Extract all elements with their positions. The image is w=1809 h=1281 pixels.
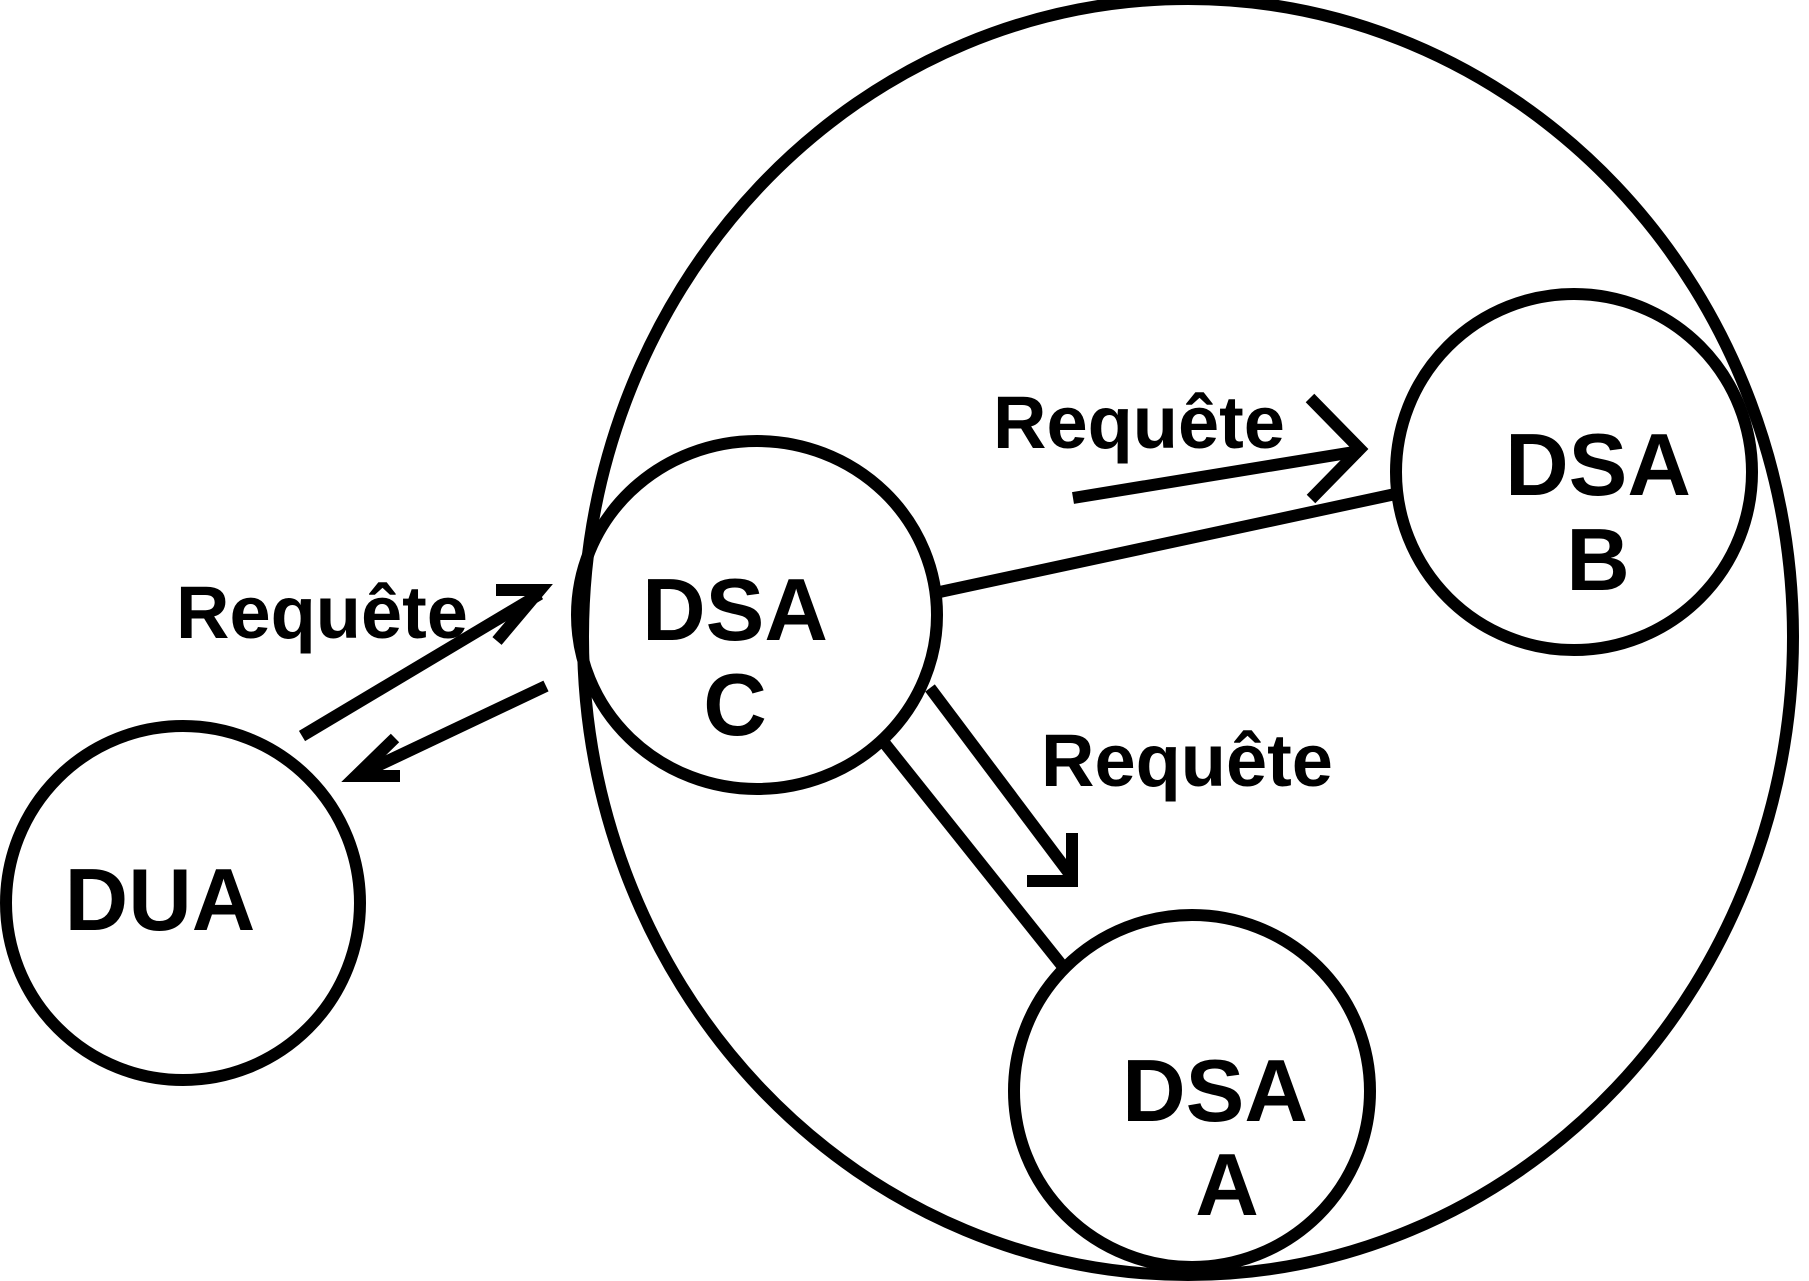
- request-label-dsa-c-to-dsa-a: Requête: [1041, 719, 1333, 802]
- request-label-dsa-c-to-dsa-b: Requête: [993, 381, 1285, 464]
- request-label-dua-to-dsa-c: Requête: [176, 571, 468, 654]
- dsa-b-label-line2: B: [1566, 510, 1630, 609]
- request-arrow-dsa-c-to-dsa-b: [1072, 393, 1369, 504]
- dsa-c-label-line2: C: [703, 655, 767, 754]
- dsa-a-label-line1: DSA: [1122, 1041, 1308, 1140]
- arrow-head: [1027, 833, 1078, 887]
- connector-dsa-c-to-dsa-b: [933, 487, 1402, 599]
- arrow-head: [341, 733, 400, 782]
- arrow-shaft: [353, 680, 549, 782]
- dua-label: DUA: [65, 850, 256, 949]
- arrow-shaft: [925, 684, 1077, 881]
- response-arrow-dsa-c-to-dua: [341, 680, 549, 782]
- dsa-c-node: DSA C: [571, 435, 943, 795]
- dsa-b-node: DSA B: [1390, 288, 1758, 656]
- arrow-shaft: [1072, 445, 1361, 504]
- dsa-c-circle: [571, 435, 943, 795]
- dua-node: DUA: [0, 720, 366, 1086]
- connector-dsa-c-to-dsa-a: [877, 736, 1069, 972]
- dsa-c-label-line1: DSA: [642, 560, 828, 659]
- dsa-a-node: DSA A: [1008, 909, 1376, 1273]
- arrow-head: [1305, 393, 1369, 504]
- dsa-b-circle: [1390, 288, 1758, 656]
- request-arrow-dua-to-dsa-c: [298, 584, 553, 742]
- request-arrow-dsa-c-to-dsa-a: [925, 684, 1078, 887]
- dsa-a-circle: [1008, 909, 1376, 1273]
- dsa-b-label-line1: DSA: [1505, 415, 1691, 514]
- dua-circle: [0, 720, 366, 1086]
- arrow-head: [492, 584, 553, 645]
- arrow-shaft: [298, 588, 544, 742]
- dsa-a-label-line2: A: [1195, 1135, 1259, 1234]
